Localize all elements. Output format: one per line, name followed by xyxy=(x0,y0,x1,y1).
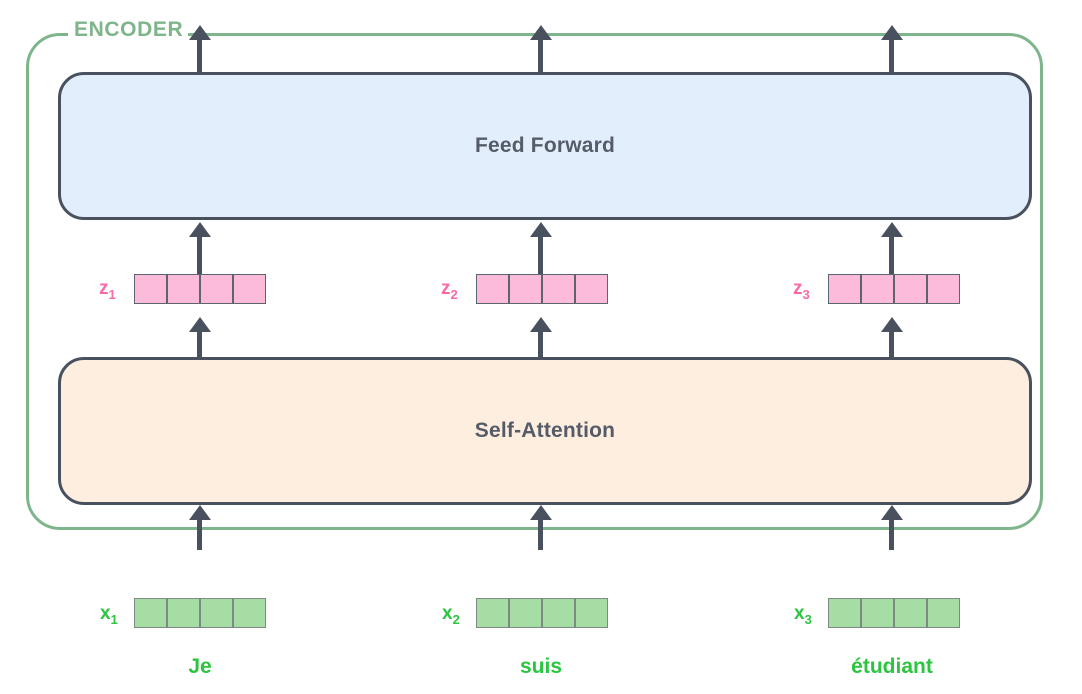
x-to-selfattention-arrow-1 xyxy=(189,505,211,550)
encoder-label-backdrop xyxy=(68,26,188,48)
z2-label: z2 xyxy=(441,279,458,301)
arrow-head-icon xyxy=(881,25,903,40)
vector-cell xyxy=(200,598,233,628)
x-to-selfattention-arrow-2 xyxy=(530,505,552,550)
output-vector-z3 xyxy=(828,274,960,304)
output-vector-z1 xyxy=(134,274,266,304)
vector-cell xyxy=(476,274,509,304)
vector-cell xyxy=(134,598,167,628)
selfattention-to-z-arrow-3 xyxy=(881,317,903,361)
vector-cell xyxy=(233,598,266,628)
arrow-head-icon xyxy=(530,317,552,332)
vector-cell xyxy=(200,274,233,304)
x3-label: x3 xyxy=(794,604,812,626)
z1-symbol: z xyxy=(99,278,109,299)
arrow-head-icon xyxy=(530,25,552,40)
z-to-feedforward-arrow-1 xyxy=(189,222,211,274)
arrow-shaft xyxy=(197,514,202,550)
arrow-shaft xyxy=(538,231,543,274)
arrow-shaft xyxy=(889,326,894,361)
z1-subscript: 1 xyxy=(108,286,116,302)
vector-cell xyxy=(927,274,960,304)
input-vector-x2 xyxy=(476,598,608,628)
vector-cell xyxy=(861,274,894,304)
z-to-feedforward-arrow-2 xyxy=(530,222,552,274)
z2-subscript: 2 xyxy=(450,286,458,302)
arrow-head-icon xyxy=(189,505,211,520)
arrow-shaft xyxy=(889,514,894,550)
x2-label: x2 xyxy=(442,604,460,626)
vector-cell xyxy=(828,598,861,628)
arrow-shaft xyxy=(889,34,894,73)
self-attention-label: Self-Attention xyxy=(474,419,616,442)
output-arrow-1 xyxy=(189,25,211,73)
feed-forward-label: Feed Forward xyxy=(474,134,616,157)
x2-subscript: 2 xyxy=(452,611,460,627)
x1-label: x1 xyxy=(100,604,118,626)
output-arrow-3 xyxy=(881,25,903,73)
vector-cell xyxy=(542,274,575,304)
vector-cell xyxy=(233,274,266,304)
vector-cell xyxy=(509,598,542,628)
arrow-shaft xyxy=(197,231,202,274)
vector-cell xyxy=(894,598,927,628)
vector-cell xyxy=(542,598,575,628)
vector-cell xyxy=(927,598,960,628)
x-to-selfattention-arrow-3 xyxy=(881,505,903,550)
arrow-head-icon xyxy=(189,222,211,237)
selfattention-to-z-arrow-1 xyxy=(189,317,211,361)
arrow-head-icon xyxy=(881,222,903,237)
arrow-head-icon xyxy=(530,222,552,237)
arrow-head-icon xyxy=(881,317,903,332)
vector-cell xyxy=(167,274,200,304)
vector-cell xyxy=(861,598,894,628)
x3-subscript: 3 xyxy=(804,611,812,627)
arrow-shaft xyxy=(197,34,202,73)
z3-symbol: z xyxy=(793,278,803,299)
input-vector-x3 xyxy=(828,598,960,628)
token-word-3: étudiant xyxy=(851,655,933,678)
z-to-feedforward-arrow-3 xyxy=(881,222,903,274)
arrow-shaft xyxy=(538,326,543,361)
x2-symbol: x xyxy=(442,603,453,624)
z2-symbol: z xyxy=(441,278,451,299)
arrow-shaft xyxy=(889,231,894,274)
vector-cell xyxy=(828,274,861,304)
vector-cell xyxy=(167,598,200,628)
vector-cell xyxy=(134,274,167,304)
x1-symbol: x xyxy=(100,603,111,624)
arrow-head-icon xyxy=(530,505,552,520)
z3-subscript: 3 xyxy=(802,286,810,302)
z1-label: z1 xyxy=(99,279,116,301)
vector-cell xyxy=(476,598,509,628)
x3-symbol: x xyxy=(794,603,805,624)
token-word-2: suis xyxy=(519,655,563,678)
z3-label: z3 xyxy=(793,279,810,301)
feed-forward-block[interactable]: Feed Forward xyxy=(58,72,1032,220)
vector-cell xyxy=(894,274,927,304)
vector-cell xyxy=(509,274,542,304)
output-arrow-2 xyxy=(530,25,552,73)
token-word-1: Je xyxy=(188,655,212,678)
output-vector-z2 xyxy=(476,274,608,304)
arrow-shaft xyxy=(197,326,202,361)
arrow-head-icon xyxy=(881,505,903,520)
encoder-label: ENCODER xyxy=(74,18,184,41)
arrow-shaft xyxy=(538,34,543,73)
arrow-head-icon xyxy=(189,317,211,332)
vector-cell xyxy=(575,274,608,304)
selfattention-to-z-arrow-2 xyxy=(530,317,552,361)
arrow-shaft xyxy=(538,514,543,550)
input-vector-x1 xyxy=(134,598,266,628)
self-attention-block[interactable]: Self-Attention xyxy=(58,357,1032,505)
x1-subscript: 1 xyxy=(110,611,118,627)
arrow-head-icon xyxy=(189,25,211,40)
vector-cell xyxy=(575,598,608,628)
